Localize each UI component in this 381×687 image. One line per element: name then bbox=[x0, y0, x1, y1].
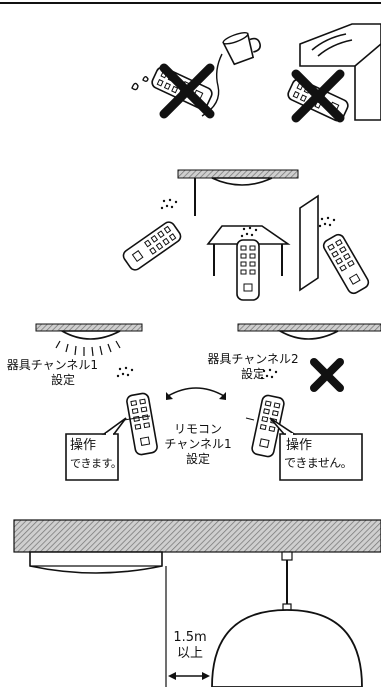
remote-label-line2: チャンネル1 bbox=[164, 437, 232, 451]
top-rule bbox=[0, 2, 381, 4]
bubble-ng-line2: できません。 bbox=[284, 456, 353, 470]
fixture-left-label-setting: 設定 bbox=[50, 373, 75, 387]
ceiling-light-icon bbox=[29, 551, 163, 574]
remote-ch1-left-icon bbox=[125, 391, 159, 457]
fixture-right-label-line2: 設定 bbox=[240, 367, 265, 381]
remote-right-icon bbox=[320, 231, 372, 297]
ceiling-right bbox=[237, 323, 381, 332]
distance-suffix: 以上 bbox=[176, 646, 203, 661]
ceiling-slab bbox=[13, 519, 381, 553]
bubble-ng-line1: 操作 bbox=[286, 438, 313, 453]
pendant-mount bbox=[281, 551, 293, 561]
pendant-lamp-icon bbox=[211, 609, 363, 687]
fixture-left-label: 器具チャンネル1 bbox=[6, 358, 98, 372]
fixture-right-label-line1: 器具チャンネル2 bbox=[207, 352, 299, 366]
channel-illustration bbox=[35, 323, 381, 481]
distance-value: 1.5m bbox=[173, 630, 207, 645]
light-rays-icon bbox=[55, 340, 121, 357]
pouring-cup-icon bbox=[222, 32, 261, 66]
fixture-left-icon bbox=[58, 330, 121, 340]
bubble-ok-line2: できます。 bbox=[70, 457, 122, 470]
water-stream-icon bbox=[201, 53, 223, 117]
remote-under-table-icon bbox=[236, 239, 260, 301]
remote-left-icon bbox=[120, 218, 184, 274]
ceiling-left bbox=[35, 323, 143, 332]
prohibited-mark-icon bbox=[310, 358, 344, 392]
table-icon bbox=[206, 225, 291, 245]
remote-label-line1: リモコン bbox=[173, 422, 222, 436]
warning-illustration bbox=[131, 23, 381, 124]
obstacle-illustration bbox=[120, 169, 372, 301]
remote-label-line3: 設定 bbox=[185, 452, 210, 466]
bubble-ok-line1: 操作 bbox=[70, 438, 97, 453]
fixture-right-icon bbox=[276, 330, 339, 340]
prohibited-mark-heat-icon bbox=[291, 69, 345, 123]
partition-right bbox=[299, 194, 319, 292]
water-droplet-icon bbox=[131, 76, 149, 91]
distance-illustration bbox=[13, 519, 381, 687]
heater-box-icon bbox=[299, 23, 381, 121]
prohibited-mark-icon bbox=[159, 63, 215, 119]
ceiling bbox=[177, 169, 299, 179]
bubble-ok bbox=[65, 433, 119, 481]
bubble-ng bbox=[279, 433, 363, 481]
ceiling-light-icon bbox=[211, 177, 273, 186]
double-arrow-icon bbox=[167, 387, 225, 397]
